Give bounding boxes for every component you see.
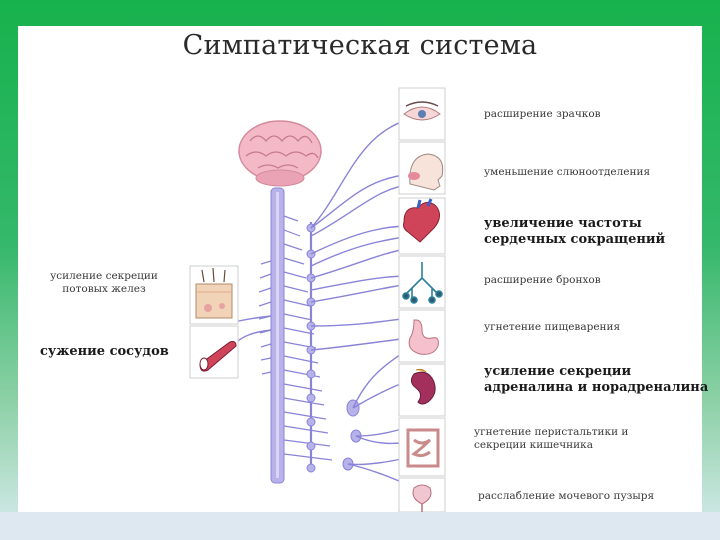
label-adrenaline: усиление секреции адреналина и норадрена… [484, 364, 708, 397]
stomach-icon [408, 319, 439, 355]
slide-bottom-band [0, 512, 720, 540]
kidney-icon [410, 368, 436, 405]
label-intestine: угнетение перистальтики и секреции кишеч… [474, 426, 628, 452]
label-bladder: расслабление мочевого пузыря [478, 490, 655, 502]
label-heart-line-1: увеличение частоты [484, 216, 642, 231]
label-heart-line-2: сердечных сокращений [484, 232, 666, 248]
spinal-cord [270, 187, 285, 484]
label-bronchi: расширение бронхов [484, 274, 601, 286]
label-intestine-line-1: угнетение перистальтики и [474, 426, 629, 438]
skin-icon [195, 267, 233, 319]
label-salivation: уменьшение слюноотделения [484, 166, 651, 178]
label-digestion: угнетение пищеварения [484, 321, 621, 333]
eye-icon [403, 101, 441, 121]
label-vasoconstriction: сужение сосудов [40, 344, 169, 359]
heart-icon [403, 198, 440, 243]
lungs-icon [402, 262, 443, 304]
label-sweat-line-2: потовых желез [62, 283, 146, 296]
spinal-nerves [258, 215, 333, 461]
skin-nerves [233, 315, 272, 345]
intestine-icon [406, 428, 440, 468]
label-adrenal-line-2: адреналина и норадреналина [484, 380, 709, 396]
label-pupil-dilation: расширение зрачков [484, 108, 601, 120]
nervous-system-diagram [189, 87, 446, 512]
label-sweat: усиление секреции потовых желез [34, 270, 174, 296]
head-icon [408, 153, 444, 191]
slide-canvas: Симпатическая система [18, 26, 708, 512]
label-adrenal-line-1: усиление секреции [484, 364, 632, 379]
vessel-icon [199, 341, 237, 372]
brain-icon [238, 120, 322, 187]
label-intestine-line-2: секреции кишечника [474, 439, 593, 452]
page-title: Симпатическая система [182, 30, 538, 61]
sympathetic-chain [306, 222, 362, 473]
bladder-icon [412, 484, 432, 512]
label-heart-rate: увеличение частоты сердечных сокращений [484, 216, 665, 249]
label-sweat-line-1: усиление секреции [50, 270, 158, 282]
